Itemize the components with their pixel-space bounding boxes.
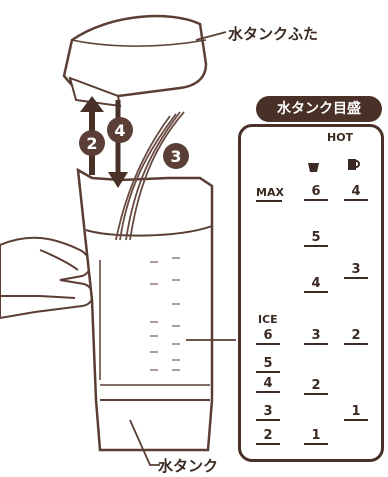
scale-title: 水タンク目盛 xyxy=(256,96,382,122)
water-scale-card xyxy=(238,124,384,462)
step-badge-3: 3 xyxy=(163,143,189,169)
mug-mark: 4 xyxy=(344,184,368,201)
mug-mark: 2 xyxy=(344,328,368,345)
lower-arrow xyxy=(108,100,128,188)
ice-label: ICE xyxy=(258,313,278,326)
ice-mark: 2 xyxy=(256,428,280,445)
lid-label: 水タンクふた xyxy=(228,25,319,43)
hot-label: HOT xyxy=(327,131,354,144)
cup-mark: 6 xyxy=(304,184,328,201)
tank-label: 水タンク xyxy=(158,457,219,475)
ice-mark: 3 xyxy=(256,404,280,421)
ice-mark: 5 xyxy=(256,356,280,373)
max-label: MAX xyxy=(256,186,284,202)
svg-text:2: 2 xyxy=(86,134,97,153)
leader-lines xyxy=(129,31,236,466)
cup-mark: 4 xyxy=(304,276,328,293)
mug-mark: 3 xyxy=(344,262,368,279)
cup-mark: 3 xyxy=(304,328,328,345)
mug-mark: 1 xyxy=(344,404,368,421)
ice-mark: 4 xyxy=(256,376,280,393)
water-stream xyxy=(115,111,185,241)
svg-text:4: 4 xyxy=(114,121,125,140)
cup-mark: 5 xyxy=(304,230,328,247)
water-tank-lid xyxy=(62,14,208,108)
step-badge-4: 4 xyxy=(107,117,133,143)
ice-mark: 6 xyxy=(256,328,280,345)
cup-mark: 1 xyxy=(304,428,328,445)
mug-icon xyxy=(347,156,361,170)
cup-mark: 2 xyxy=(304,378,328,395)
water-tank xyxy=(76,167,214,452)
step-badge-2: 2 xyxy=(79,130,105,156)
hand xyxy=(0,236,94,320)
cup-icon xyxy=(307,158,321,172)
svg-text:3: 3 xyxy=(170,147,181,166)
tank-graduations xyxy=(150,257,180,371)
